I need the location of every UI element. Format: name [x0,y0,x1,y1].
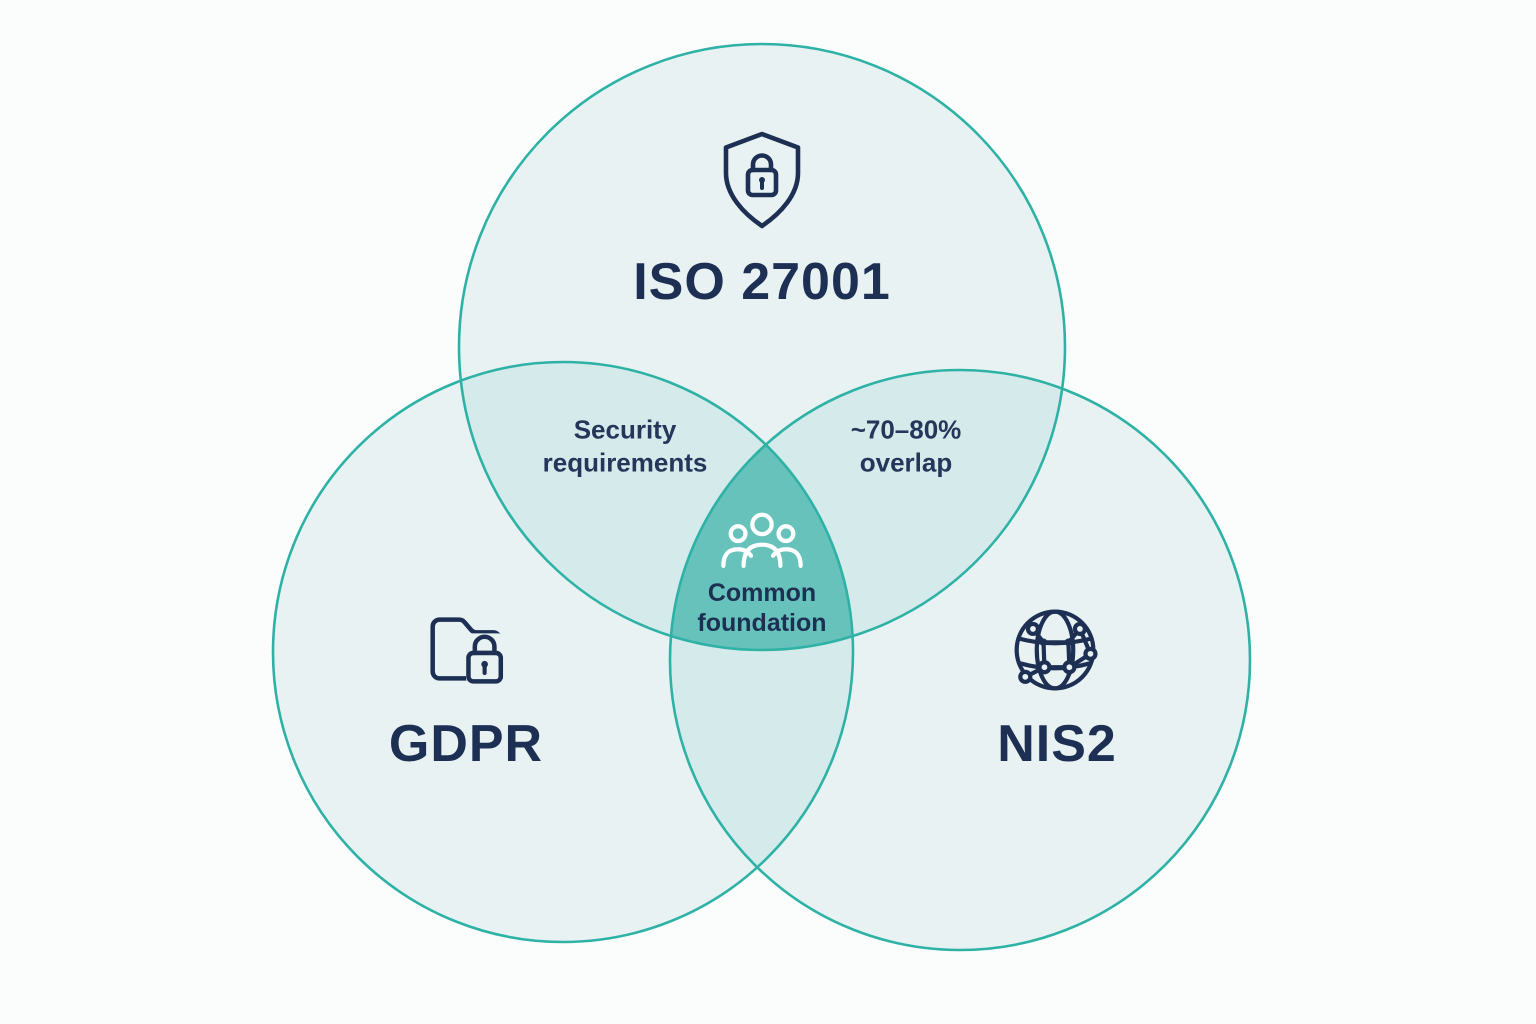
people-group-icon [716,510,808,572]
center-overlap-label: Common foundation [697,579,827,637]
gdpr-circle-outline [271,360,855,944]
gdpr-label: GDPR [388,715,544,773]
iso-gdpr-overlap-region [459,362,853,650]
folder-lock-icon [417,606,515,694]
iso27001-label: ISO 27001 [633,253,891,311]
iso-nis2-overlap-label: ~70–80% overlap [850,414,962,478]
iso27001-circle-outline [457,42,1067,652]
center-overlap-region [670,370,853,650]
iso-gdpr-overlap-label: Security requirements [542,414,708,478]
shield-lock-icon [714,128,810,234]
network-globe-icon [1009,604,1101,696]
nis2-circle-outline [668,368,1252,952]
nis2-label: NIS2 [997,715,1117,773]
